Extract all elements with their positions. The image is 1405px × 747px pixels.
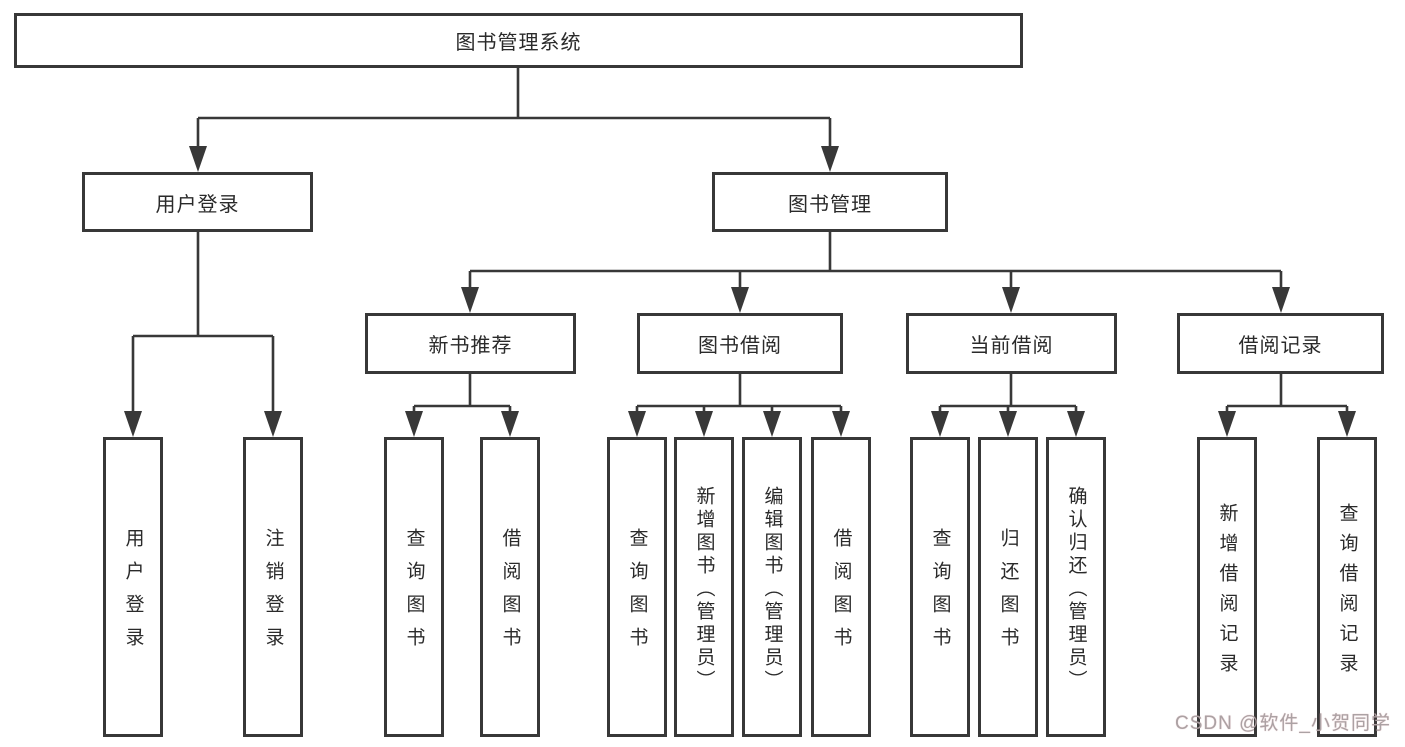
connector-book-borrowing-to-leaves — [628, 374, 850, 437]
leaf-user-login: 用户登录 — [103, 437, 163, 737]
leaf-query-books-newbook: 查询图书 — [384, 437, 444, 737]
connector-root-to-level2 — [189, 68, 839, 172]
leaf-borrow-books-newbook: 借阅图书 — [480, 437, 540, 737]
leaf-label: 查询图书 — [403, 528, 425, 660]
down-arrowhead — [832, 411, 850, 437]
leaf-add-borrow-record: 新增借阅记录 — [1197, 437, 1257, 737]
node-label: 图书管理系统 — [455, 32, 582, 54]
node-borrowing-records: 借阅记录 — [1177, 313, 1384, 374]
node-book-borrowing: 图书借阅 — [637, 313, 843, 374]
leaf-label: 确认归还（管理员） — [1065, 485, 1087, 693]
leaf-label: 用户登录 — [122, 528, 144, 660]
down-arrowhead — [1338, 411, 1356, 437]
down-arrowhead — [405, 411, 423, 437]
node-label: 借阅记录 — [1238, 335, 1323, 357]
connector-user-login-to-leaves — [124, 232, 282, 437]
leaf-label: 查询图书 — [626, 528, 648, 660]
leaf-label: 编辑图书（管理员） — [761, 485, 783, 693]
down-arrowhead — [1272, 287, 1290, 313]
down-arrowhead — [763, 411, 781, 437]
node-label: 用户登录 — [155, 193, 240, 216]
leaf-query-borrow-record: 查询借阅记录 — [1317, 437, 1377, 737]
down-arrowhead — [189, 146, 207, 172]
down-arrowhead — [1218, 411, 1236, 437]
leaf-label: 归还图书 — [997, 528, 1019, 660]
down-arrowhead — [461, 287, 479, 313]
csdn-watermark: CSDN @软件_小贺同学 — [1175, 713, 1391, 734]
leaf-query-books-borrowing: 查询图书 — [607, 437, 667, 737]
down-arrowhead — [124, 411, 142, 437]
node-library-management-system: 图书管理系统 — [14, 13, 1023, 68]
node-label: 当前借阅 — [969, 335, 1054, 357]
leaf-confirm-return-admin: 确认归还（管理员） — [1046, 437, 1106, 737]
node-label: 图书管理 — [788, 193, 872, 216]
connector-current-borrowing-to-leaves — [931, 374, 1085, 437]
leaf-label: 查询借阅记录 — [1336, 502, 1358, 683]
node-label: 新书推荐 — [428, 335, 513, 357]
leaf-return-books: 归还图书 — [978, 437, 1038, 737]
leaf-label: 借阅图书 — [830, 528, 852, 660]
leaf-edit-books-admin: 编辑图书（管理员） — [742, 437, 802, 737]
node-user-login: 用户登录 — [82, 172, 313, 232]
down-arrowhead — [821, 146, 839, 172]
down-arrowhead — [999, 411, 1017, 437]
leaf-label: 注销登录 — [262, 528, 284, 660]
node-book-management: 图书管理 — [712, 172, 948, 232]
down-arrowhead — [628, 411, 646, 437]
node-current-borrowing: 当前借阅 — [906, 313, 1117, 374]
down-arrowhead — [501, 411, 519, 437]
leaf-label: 借阅图书 — [499, 528, 521, 660]
down-arrowhead — [931, 411, 949, 437]
down-arrowhead — [1067, 411, 1085, 437]
leaf-label: 新增借阅记录 — [1216, 502, 1238, 683]
leaf-borrow-books-borrowing: 借阅图书 — [811, 437, 871, 737]
connector-book-management-to-level3 — [461, 232, 1290, 313]
node-label: 图书借阅 — [698, 335, 782, 357]
leaf-logout: 注销登录 — [243, 437, 303, 737]
down-arrowhead — [264, 411, 282, 437]
down-arrowhead — [1002, 287, 1020, 313]
leaf-query-books-current: 查询图书 — [910, 437, 970, 737]
connector-new-book-to-leaves — [405, 374, 519, 437]
down-arrowhead — [695, 411, 713, 437]
leaf-add-books-admin: 新增图书（管理员） — [674, 437, 734, 737]
down-arrowhead — [731, 287, 749, 313]
leaf-label: 新增图书（管理员） — [693, 485, 715, 693]
connector-borrow-records-to-leaves — [1218, 374, 1356, 437]
node-new-book-recommendation: 新书推荐 — [365, 313, 576, 374]
leaf-label: 查询图书 — [929, 528, 951, 660]
